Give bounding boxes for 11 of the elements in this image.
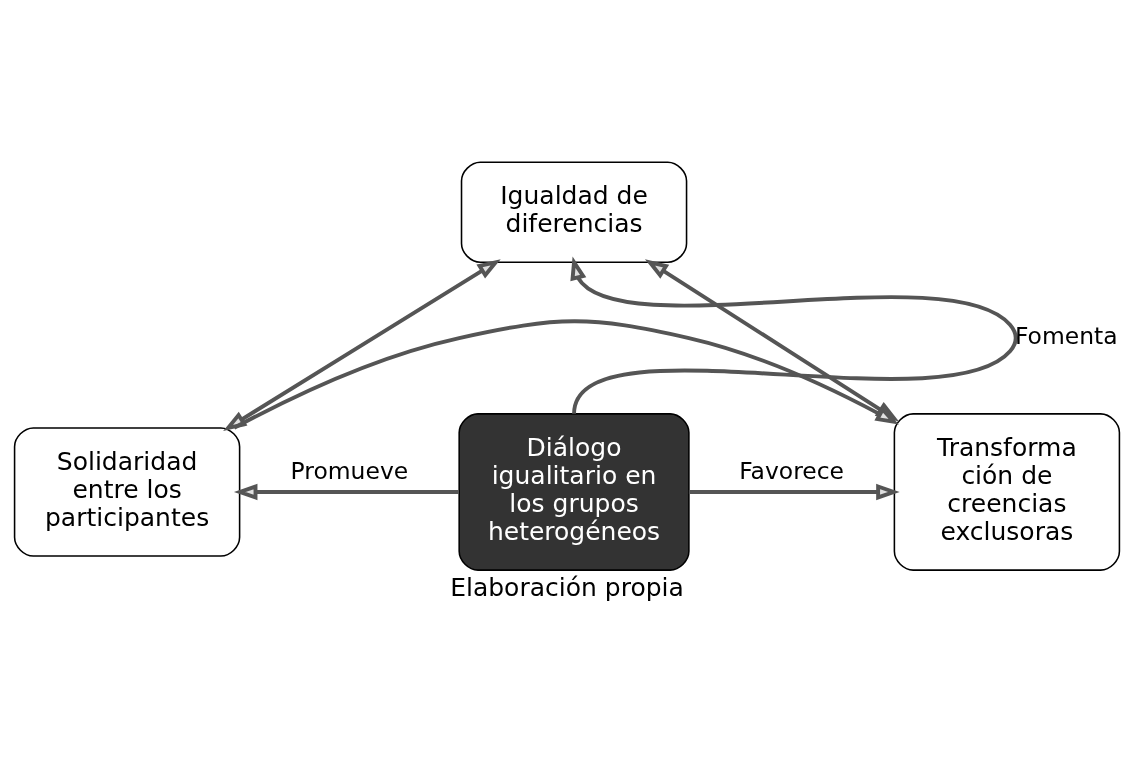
node-box: Transforma ción de creencias exclusoras [893, 412, 1121, 571]
arrow [688, 483, 900, 500]
edge-label: Favorece [739, 456, 845, 485]
arrow [570, 256, 1018, 414]
node-box: Igualdad de diferencias [460, 160, 688, 263]
arrow [233, 483, 459, 500]
edge-label: Fomenta [1014, 321, 1118, 350]
caption: Elaboración propia [450, 572, 684, 602]
node-box: Solidaridad entre los participantes [13, 426, 241, 557]
edge-label: Promueve [290, 456, 409, 485]
node-box: Diálogo igualitario en los grupos heterogéneos [458, 412, 690, 571]
